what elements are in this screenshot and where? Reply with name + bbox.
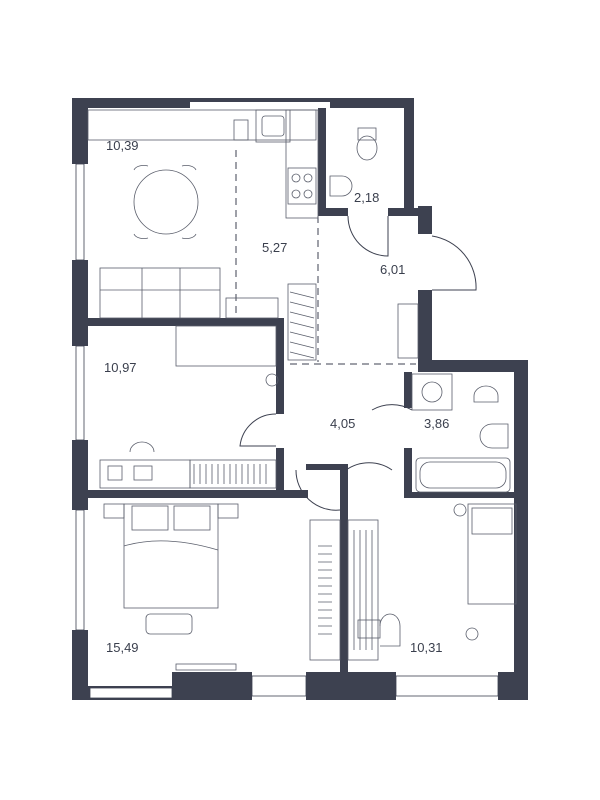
area-label-master-bedroom: 15,49	[106, 640, 139, 655]
wardrobe-entry	[287, 283, 419, 361]
kitchen-island	[225, 297, 279, 319]
sofa	[99, 267, 221, 319]
bathroom-fixtures	[411, 373, 511, 493]
room-labels: 10,39 5,27 2,18 6,01 10,97 4,05 3,86 15,…	[104, 138, 449, 655]
area-label-entry-hall: 6,01	[380, 262, 405, 277]
area-label-living-room: 10,97	[104, 360, 137, 375]
kitchen-furniture	[87, 109, 319, 219]
area-label-toilet: 2,18	[354, 190, 379, 205]
exterior-walls	[72, 98, 528, 700]
bedroom-furniture	[347, 503, 517, 661]
interior-walls	[88, 108, 514, 672]
dining-table	[133, 165, 199, 239]
toilet-fixtures	[329, 127, 378, 197]
area-label-kitchen: 5,27	[262, 240, 287, 255]
living-room-furniture	[99, 325, 279, 489]
zone-dividers	[235, 150, 416, 365]
area-label-kitchen-dining: 10,39	[106, 138, 139, 153]
area-label-bedroom: 10,31	[410, 640, 443, 655]
area-label-corridor: 4,05	[330, 416, 355, 431]
doors	[239, 215, 477, 511]
area-label-bathroom: 3,86	[424, 416, 449, 431]
master-bedroom-furniture	[103, 503, 341, 671]
